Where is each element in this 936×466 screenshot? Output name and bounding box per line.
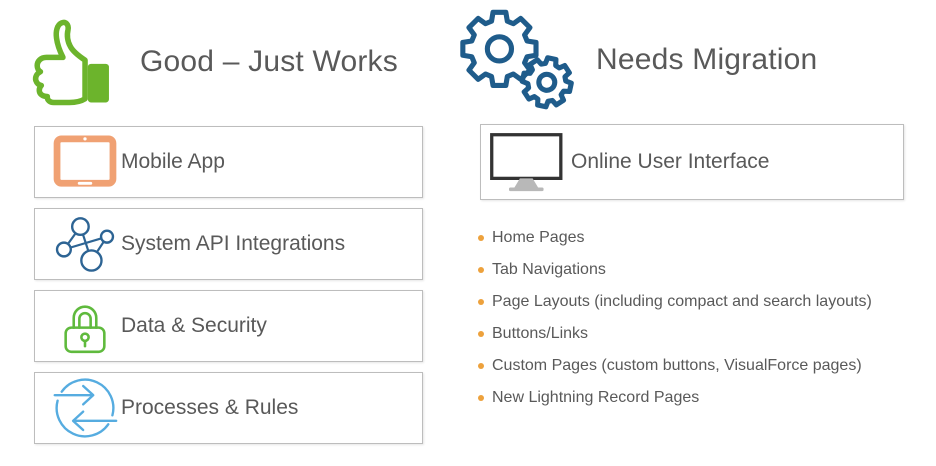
list-item: Buttons/Links (478, 323, 872, 345)
sync-arrows-icon (49, 377, 121, 439)
migration-section-header: Needs Migration (456, 8, 817, 112)
list-item: Page Layouts (including compact and sear… (478, 291, 872, 313)
migration-bullet-list: Home Pages Tab Navigations Page Layouts … (478, 227, 872, 409)
bullet-icon (478, 299, 484, 305)
list-item: New Lightning Record Pages (478, 387, 872, 409)
bullet-text: Buttons/Links (492, 325, 589, 342)
network-nodes-icon (49, 214, 121, 274)
tablet-icon (49, 135, 121, 189)
list-item: Home Pages (478, 227, 872, 249)
bullet-icon (478, 363, 484, 369)
card-processes-rules: Processes & Rules (34, 372, 423, 444)
bullet-icon (478, 235, 484, 241)
bullet-icon (478, 395, 484, 401)
card-data-security: Data & Security (34, 290, 423, 362)
list-item: Custom Pages (custom buttons, VisualForc… (478, 355, 872, 377)
monitor-icon (487, 131, 571, 193)
card-label: Data & Security (121, 314, 267, 337)
migration-section-title: Needs Migration (596, 43, 818, 76)
good-card-list: Mobile App System API Integrations (34, 126, 423, 444)
card-online-user-interface: Online User Interface (480, 124, 904, 200)
gears-icon (456, 8, 580, 112)
card-mobile-app: Mobile App (34, 126, 423, 198)
thumbs-up-icon (28, 14, 120, 110)
list-item: Tab Navigations (478, 259, 872, 281)
bullet-icon (478, 331, 484, 337)
bullet-text: Home Pages (492, 229, 585, 246)
good-section-header: Good – Just Works (28, 14, 398, 110)
card-label: Processes & Rules (121, 396, 299, 419)
card-label: Mobile App (121, 150, 225, 173)
bullet-text: Custom Pages (custom buttons, VisualForc… (492, 357, 862, 374)
padlock-icon (49, 296, 121, 356)
bullet-icon (478, 267, 484, 273)
bullet-text: Page Layouts (including compact and sear… (492, 293, 872, 310)
card-label: System API Integrations (121, 232, 346, 255)
bullet-text: Tab Navigations (492, 261, 606, 278)
bullet-text: New Lightning Record Pages (492, 389, 700, 406)
card-system-api-integrations: System API Integrations (34, 208, 423, 280)
good-section-title: Good – Just Works (140, 45, 398, 78)
card-label: Online User Interface (571, 150, 770, 173)
